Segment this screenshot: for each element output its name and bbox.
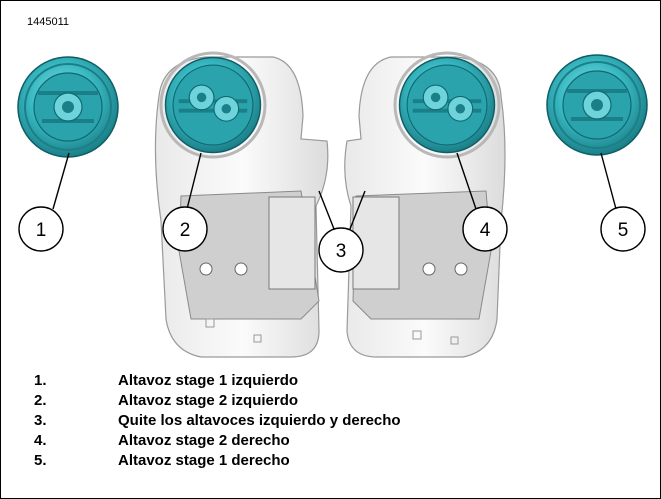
callout-2-label: 2 xyxy=(180,220,191,241)
legend-list: 1. Altavoz stage 1 izquierdo 2. Altavoz … xyxy=(34,371,401,471)
callout-5: 5 xyxy=(600,206,646,252)
speaker-stage1-right xyxy=(545,53,649,157)
legend-item: 5. Altavoz stage 1 derecho xyxy=(34,451,401,471)
legend-item: 3. Quite los altavoces izquierdo y derec… xyxy=(34,411,401,431)
callout-4-label: 4 xyxy=(480,220,491,241)
leader-lines xyxy=(52,152,617,230)
legend-text: Quite los altavoces izquierdo y derecho xyxy=(118,412,401,429)
legend-text: Altavoz stage 1 izquierdo xyxy=(118,372,299,389)
speaker-illustration: 1 2 3 4 5 xyxy=(16,51,649,358)
legend-item: 2. Altavoz stage 2 izquierdo xyxy=(34,391,401,411)
legend-text: Altavoz stage 2 izquierdo xyxy=(118,392,299,409)
legend-number: 3. xyxy=(34,412,47,429)
legend-number: 2. xyxy=(34,392,47,409)
legend-number: 5. xyxy=(34,452,47,469)
callout-1-label: 1 xyxy=(36,220,47,241)
callout-3: 3 xyxy=(318,227,364,273)
legend-text: Altavoz stage 1 derecho xyxy=(118,452,290,469)
callout-4: 4 xyxy=(462,206,508,252)
callout-3-label: 3 xyxy=(336,241,347,262)
speaker-stage2-right xyxy=(397,55,497,155)
legend-text: Altavoz stage 2 derecho xyxy=(118,432,290,449)
legend-item: 4. Altavoz stage 2 derecho xyxy=(34,431,401,451)
legend-number: 4. xyxy=(34,432,47,449)
legend-number: 1. xyxy=(34,372,47,389)
callout-5-label: 5 xyxy=(618,220,629,241)
speaker-stage2-left xyxy=(163,55,263,155)
callout-2: 2 xyxy=(162,206,208,252)
legend-item: 1. Altavoz stage 1 izquierdo xyxy=(34,371,401,391)
figure-id: 1445011 xyxy=(27,16,70,28)
speaker-stage1-left xyxy=(16,55,120,159)
callout-1: 1 xyxy=(18,206,64,252)
